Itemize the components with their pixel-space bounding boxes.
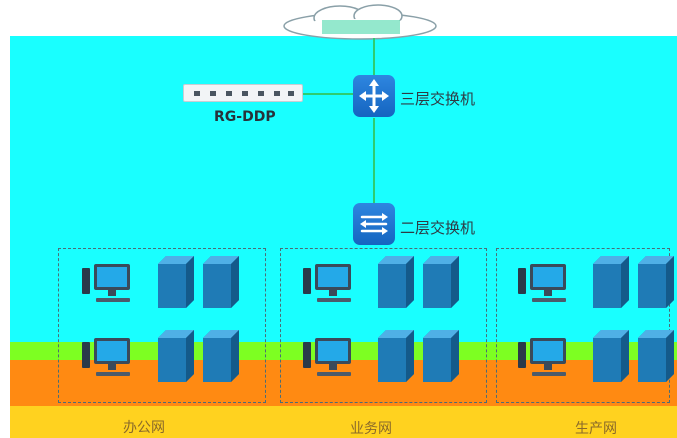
l2-switch-label: 二层交换机	[400, 219, 476, 237]
group-box-production	[496, 248, 670, 403]
link-cloud-to-l3	[373, 38, 375, 76]
server-icon	[593, 256, 629, 308]
background-band-orange	[10, 360, 677, 408]
server-icon	[158, 256, 194, 308]
appliance-label: RG-DDP	[214, 109, 276, 125]
computer-icon	[518, 264, 566, 302]
switch-icon	[353, 203, 395, 245]
background-band-cyan	[10, 36, 677, 344]
server-icon	[378, 256, 414, 308]
group-box-office	[58, 248, 266, 403]
security-appliance-icon	[183, 84, 303, 102]
group-label-business: 业务网	[350, 421, 392, 437]
group-label-office: 办公网	[123, 420, 165, 436]
link-l3-to-l2	[373, 118, 375, 204]
server-icon	[158, 330, 194, 382]
server-icon	[638, 330, 674, 382]
computer-icon	[82, 264, 130, 302]
computer-icon	[303, 264, 351, 302]
background-band-yellow	[10, 406, 677, 438]
computer-icon	[82, 338, 130, 376]
server-icon	[423, 256, 459, 308]
link-ddp-to-l3	[300, 93, 354, 95]
computer-icon	[518, 338, 566, 376]
server-icon	[593, 330, 629, 382]
router-switch-icon	[353, 75, 395, 117]
l3-switch-label: 三层交换机	[400, 90, 476, 108]
computer-icon	[303, 338, 351, 376]
group-box-business	[280, 248, 487, 403]
server-icon	[423, 330, 459, 382]
server-icon	[638, 256, 674, 308]
cloud-icon	[283, 4, 437, 40]
server-icon	[203, 330, 239, 382]
server-icon	[378, 330, 414, 382]
server-icon	[203, 256, 239, 308]
group-label-production: 生产网	[575, 421, 617, 437]
